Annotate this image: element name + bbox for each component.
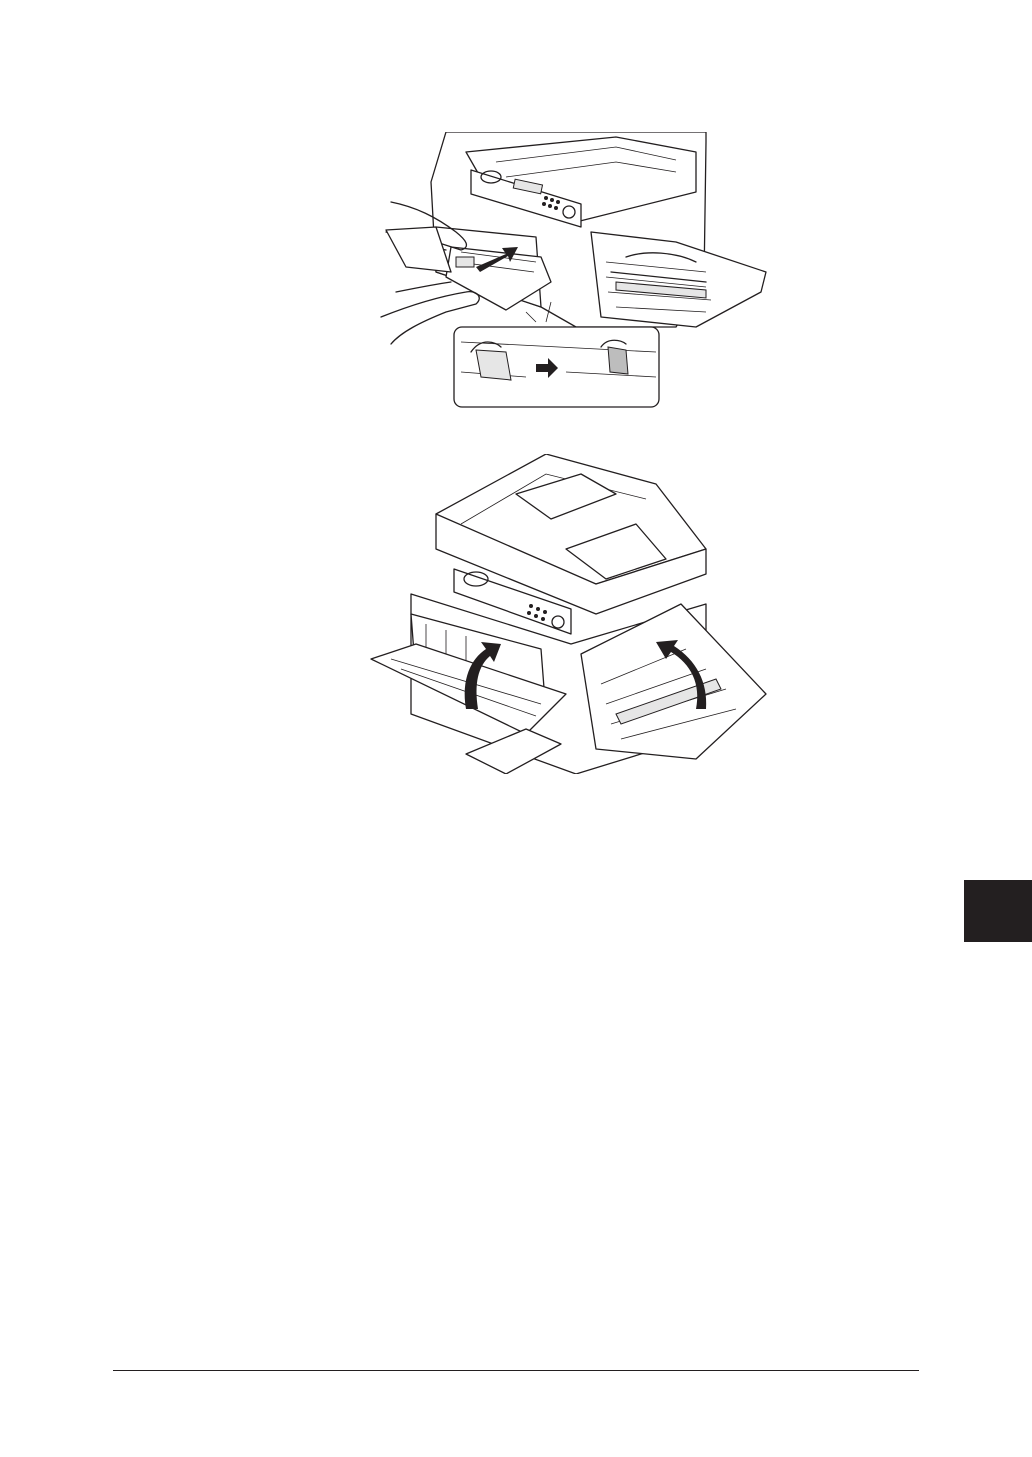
toner-cartridge-insertion-illustration: [376, 132, 768, 414]
close-covers-illustration: [366, 454, 776, 774]
chapter-index-tab: [964, 880, 1032, 942]
footer-rule: [113, 1370, 919, 1371]
